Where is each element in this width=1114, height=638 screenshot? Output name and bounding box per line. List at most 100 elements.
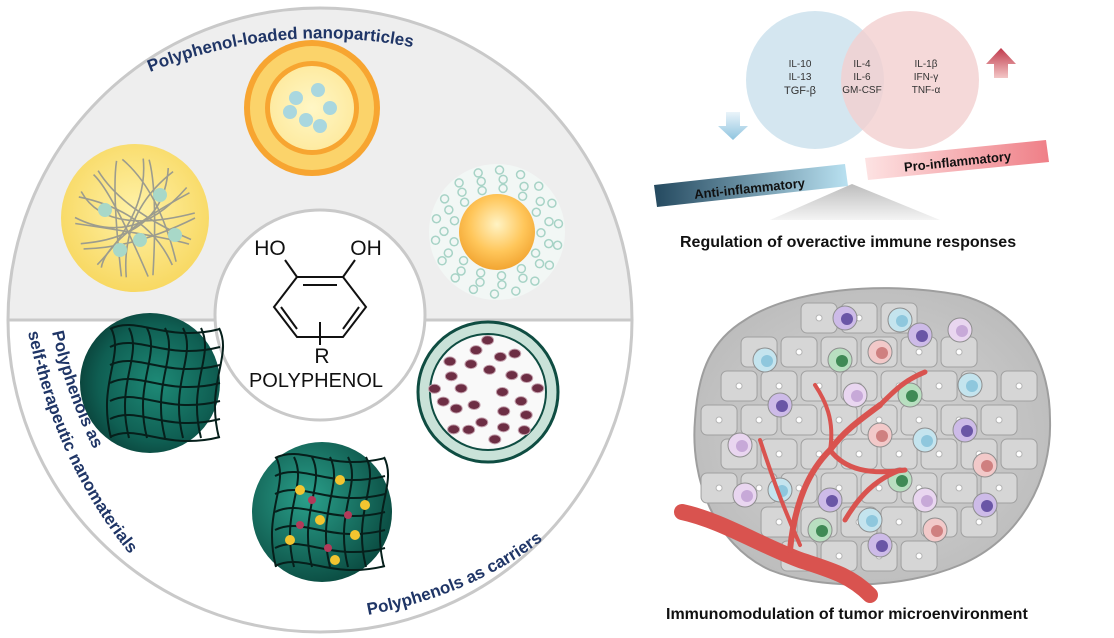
tumor-nucleus xyxy=(735,382,743,390)
liposome-drug-cluster xyxy=(283,83,337,133)
payload-dot xyxy=(436,396,450,407)
payload-dot xyxy=(493,351,507,362)
mesh-line xyxy=(271,456,281,568)
mesh-line xyxy=(274,507,386,517)
crosslink-node xyxy=(315,515,325,525)
shell-ring-dot xyxy=(439,194,450,204)
crosslink-node xyxy=(350,530,360,540)
payload-dot xyxy=(508,348,522,359)
crosslink-site xyxy=(324,544,332,552)
payload-dot xyxy=(481,335,495,346)
mesh-line xyxy=(274,561,386,571)
neutrophil-nucleus xyxy=(876,347,888,359)
venn-left-line3: TGF-β xyxy=(784,85,816,97)
vessel-branch-5 xyxy=(758,438,802,547)
polyphenol-label: POLYPHENOL xyxy=(249,370,383,392)
mesh-line xyxy=(289,456,299,568)
vessel-branch-4 xyxy=(842,467,903,523)
venn-anti-circle xyxy=(746,11,884,149)
tumor-nucleus xyxy=(775,518,783,526)
drug-dot xyxy=(289,91,303,105)
venn-right-line2: IFN-γ xyxy=(914,72,938,83)
polymer-strand xyxy=(148,159,156,276)
tumor-nucleus xyxy=(855,450,863,458)
center-circle xyxy=(213,208,427,422)
network-nanosphere-left xyxy=(80,313,224,453)
shell-ring-dot xyxy=(496,271,507,281)
tumor-nucleus xyxy=(995,416,1003,424)
shell-ring-dot xyxy=(449,215,460,226)
oh-bond-left xyxy=(284,259,298,278)
shell-ring-dot xyxy=(530,276,540,286)
shell-ring-dot xyxy=(475,268,486,278)
polymer-strand xyxy=(124,171,174,278)
drug-dot xyxy=(323,101,337,115)
macrophage-nucleus xyxy=(876,540,888,552)
ring-double-bond-right xyxy=(342,306,360,330)
tumor-nucleus xyxy=(1015,382,1023,390)
shell-ring-dot xyxy=(477,185,487,196)
oh-right-label: OH xyxy=(350,237,382,260)
payload-dot xyxy=(475,417,489,428)
shell-ring-dot xyxy=(543,238,554,249)
nk-cell-nucleus xyxy=(836,355,848,367)
tumor-nucleus xyxy=(935,450,943,458)
nk-cell-nucleus xyxy=(896,475,908,487)
fulcrum-icon xyxy=(770,184,940,220)
mesh-line xyxy=(109,432,221,442)
dendritic-cell-nucleus xyxy=(736,440,748,452)
tumor-nucleus xyxy=(895,518,903,526)
mesh-line xyxy=(106,327,116,439)
tumor-cells xyxy=(700,302,1038,572)
neutrophil-nucleus xyxy=(981,460,993,472)
shell-ring-dot xyxy=(531,207,542,217)
payload-dot xyxy=(467,400,481,411)
shell-ring-dot xyxy=(458,255,469,266)
nanoparticle-panel: HO OH R POLYPHENOL Polyphenol-loaded nan… xyxy=(6,6,634,634)
mesh-line xyxy=(109,396,221,406)
polymer-drug-dot xyxy=(98,203,112,217)
carrier-nanosphere xyxy=(416,320,560,464)
anti-inflammatory-bar xyxy=(654,164,848,207)
venn-mid-line3: GM-CSF xyxy=(842,85,881,96)
mesh-line xyxy=(109,342,221,352)
shell-ring-dot xyxy=(457,187,467,197)
polymer-strand xyxy=(100,192,190,268)
ring-double-bond-left xyxy=(280,306,298,330)
shell-ring-dot xyxy=(516,263,527,274)
crosslink-site xyxy=(344,511,352,519)
crosslink-node xyxy=(335,475,345,485)
polymer-strand xyxy=(80,191,195,222)
polymer-drug-dot xyxy=(133,233,147,247)
tumor-nucleus xyxy=(815,314,823,322)
drug-dot xyxy=(283,105,297,119)
macrophage-nucleus xyxy=(776,400,788,412)
mesh-line xyxy=(274,471,386,481)
payload-dot xyxy=(505,370,519,381)
payload-dot xyxy=(444,371,458,382)
tumor-nucleus xyxy=(955,348,963,356)
t-cell-nucleus xyxy=(866,515,878,527)
shell-ring-dot xyxy=(450,273,460,283)
inflammation-balance: Anti-inflammatory Pro-inflammatory xyxy=(654,140,1049,220)
t-cell-nucleus xyxy=(896,315,908,327)
regulation-caption: Regulation of overactive immune response… xyxy=(680,234,1017,251)
cytokine-venn: IL-10 IL-13 TGF-β IL-4 IL-6 GM-CSF IL-1β… xyxy=(718,11,1016,149)
shell-ring-dot xyxy=(553,218,564,229)
neutrophil-nucleus xyxy=(876,430,888,442)
shell-ring-dot xyxy=(473,168,483,178)
polymer-strand xyxy=(75,222,190,245)
crosslink-site xyxy=(296,521,304,529)
mesh-line xyxy=(109,378,221,388)
payload-dot xyxy=(443,356,457,367)
polymer-drug-dot xyxy=(113,243,127,257)
polymer-drug-dot xyxy=(153,188,167,202)
mesh-line xyxy=(214,327,224,439)
payload-dot xyxy=(483,364,497,375)
network-mesh xyxy=(106,324,224,442)
payload-dot xyxy=(497,406,511,417)
venn-left-line2: IL-13 xyxy=(789,72,812,83)
dendritic-cell-nucleus xyxy=(851,390,863,402)
tumor-nucleus xyxy=(795,416,803,424)
polymer-drug-dot xyxy=(168,228,182,242)
